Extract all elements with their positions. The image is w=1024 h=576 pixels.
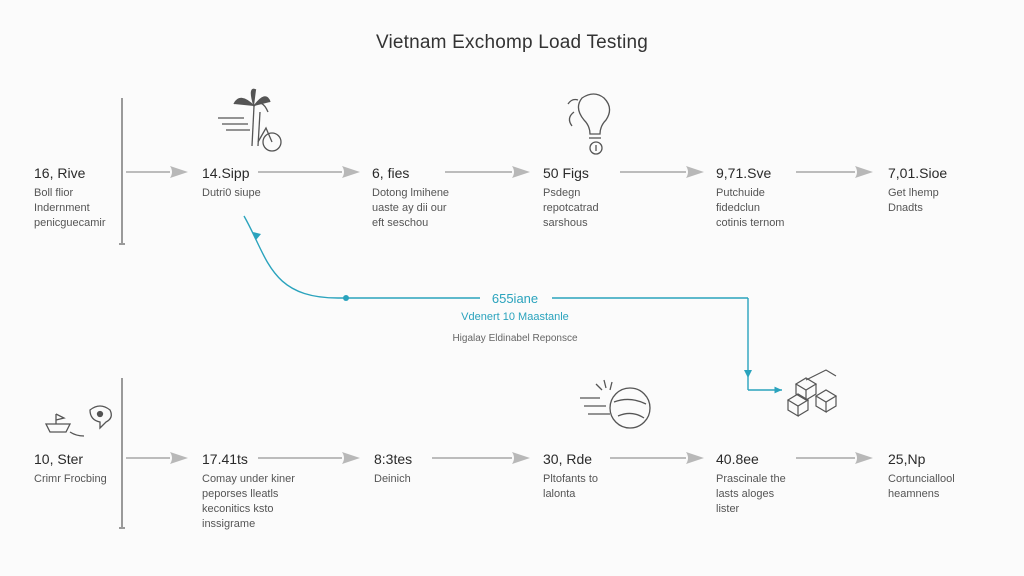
node-text: heamnens [888, 488, 940, 500]
arrowhead [686, 452, 704, 464]
node-text: Cortunciallool [888, 473, 955, 485]
node-text: lalonta [543, 488, 576, 500]
cube-stack-icon [786, 369, 838, 418]
flow-down-marker [744, 370, 752, 378]
top-node-2: 14.Sipp Dutri0 siupe [202, 165, 261, 201]
arrowhead [686, 166, 704, 178]
arrowhead [342, 166, 360, 178]
response-note-label: Higalay Eldinabel Reponsce [452, 333, 578, 344]
node-text: cotinis ternom [716, 217, 785, 229]
node-text: keconitics ksto [202, 503, 274, 515]
node-heading: 6, fies [372, 165, 410, 181]
node-text: Boll flior [34, 187, 74, 199]
top-node-6: 7,01.Sioe Get lhemp Dnadts [888, 165, 947, 216]
node-text: eft seschou [372, 217, 429, 229]
lightbulb-head-icon [567, 93, 611, 155]
node-heading: 25,Np [888, 451, 926, 467]
node-heading: 9,71.Sve [716, 165, 772, 181]
arrowhead [512, 452, 530, 464]
top-node-1: 16, Rive Boll flior Indernment penicguec… [34, 165, 106, 231]
node-text: Dnadts [888, 202, 923, 214]
ship-chat-icon [44, 405, 112, 437]
arrowhead [855, 166, 873, 178]
bottom-node-1: 10, Ster Crimr Frocbing [34, 451, 107, 487]
arrowhead [170, 166, 188, 178]
node-heading: 30, Rde [543, 451, 593, 467]
node-heading: 14.Sipp [202, 165, 250, 181]
bottom-node-5: 40.8ee Prascinale the lasts aloges liste… [716, 451, 786, 517]
bottom-node-4: 30, Rde Pltofants to lalonta [543, 451, 598, 502]
node-text: inssigrame [202, 518, 256, 530]
hand-globe-icon [580, 379, 651, 429]
node-text: Get lhemp [888, 187, 939, 199]
node-text: Comay under kiner [202, 473, 295, 485]
node-text: sarshous [543, 217, 588, 229]
node-text: Putchuide [716, 187, 765, 199]
node-heading: 50 Figs [543, 165, 589, 181]
node-text: peporses lleatls [202, 488, 279, 500]
arrowhead [512, 166, 530, 178]
arrowhead [170, 452, 188, 464]
node-text: Pltofants to [543, 473, 599, 485]
palm-tree-bike-icon [218, 88, 282, 152]
top-node-3: 6, fies Dotong lmihene uaste ay dii our … [372, 165, 449, 231]
diagram-title: Vietnam Exchomp Load Testing [375, 32, 649, 53]
top-node-5: 9,71.Sve Putchuide fidedclun cotinis ter… [716, 165, 784, 231]
response-sub-label: Vdenert 10 Maastanle [461, 311, 569, 323]
node-text: Prascinale the [716, 473, 786, 485]
node-text: Deinich [374, 473, 411, 485]
node-text: Dotong lmihene [372, 187, 450, 199]
node-heading: 7,01.Sioe [888, 165, 948, 181]
node-text: repotcatrad [543, 202, 599, 214]
node-text: Crimr Frocbing [34, 473, 107, 485]
response-flow-path [243, 215, 782, 394]
flow-node-dot [343, 295, 349, 301]
node-heading: 10, Ster [34, 451, 84, 467]
node-heading: 40.8ee [716, 451, 759, 467]
bottom-node-6: 25,Np Cortunciallool heamnens [888, 451, 955, 502]
node-heading: 17.41ts [202, 451, 248, 467]
node-text: uaste ay dii our [372, 202, 447, 214]
node-text: lister [716, 503, 740, 515]
node-text: fidedclun [716, 202, 761, 214]
bottom-node-3: 8:3tes Deinich [374, 451, 412, 487]
node-text: Dutri0 siupe [202, 187, 261, 199]
node-heading: 16, Rive [34, 165, 86, 181]
response-main-label: 655iane [491, 291, 539, 306]
node-text: Psdegn [543, 187, 581, 199]
node-text: lasts aloges [716, 488, 775, 500]
arrowhead [855, 452, 873, 464]
node-text: Indernment [34, 202, 90, 214]
flow-start-marker [253, 232, 261, 240]
node-heading: 8:3tes [374, 451, 413, 467]
bottom-node-2: 17.41ts Comay under kiner peporses lleat… [202, 451, 295, 532]
arrowhead [342, 452, 360, 464]
top-node-4: 50 Figs Psdegn repotcatrad sarshous [543, 165, 599, 231]
node-text: penicguecamir [34, 217, 106, 229]
